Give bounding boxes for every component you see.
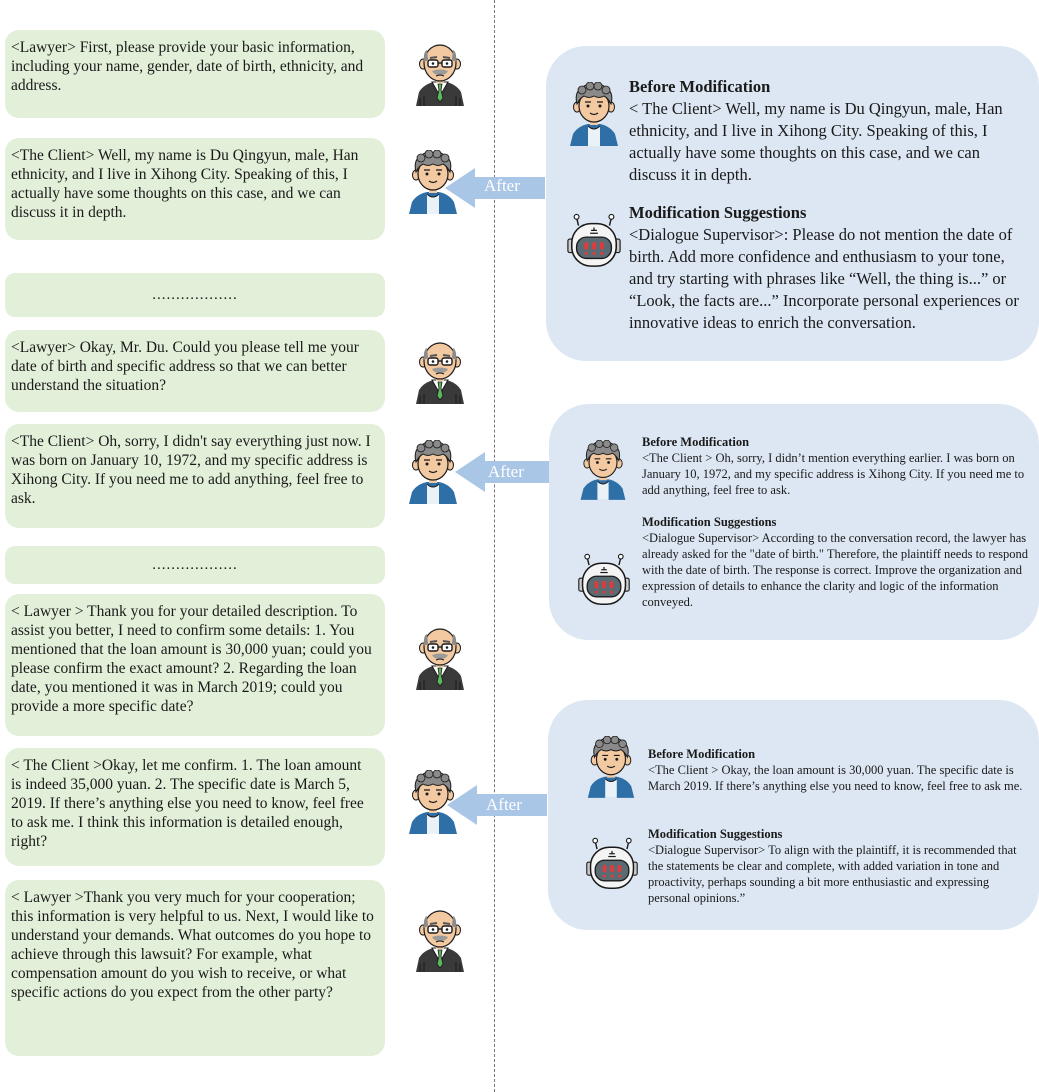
before-modification-text: < The Client> Well, my name is Du Qingyu… [629, 99, 1003, 184]
modification-suggestions-title: Modification Suggestions [642, 515, 777, 529]
column-divider [494, 0, 495, 1092]
before-modification-title: Before Modification [629, 77, 771, 96]
before-modification-section: Before Modification <The Client > Okay, … [648, 746, 1033, 794]
modification-panel: Before Modification <The Client > Oh, so… [549, 404, 1039, 640]
modification-suggestions-text: <Dialogue Supervisor>: Please do not men… [629, 225, 1019, 332]
lawyer-avatar-icon [410, 908, 470, 972]
lawyer-avatar-icon [410, 626, 470, 690]
dialogue-supervisor-robot-icon [565, 212, 623, 270]
dialogue-message-lawyer: <Lawyer> First, please provide your basi… [5, 30, 385, 118]
before-modification-text: <The Client > Oh, sorry, I didn’t mentio… [642, 451, 1025, 497]
lawyer-avatar-icon [410, 42, 470, 106]
modification-suggestions-section: Modification Suggestions <Dialogue Super… [629, 202, 1029, 334]
modification-suggestions-title: Modification Suggestions [648, 827, 783, 841]
dialogue-message-lawyer: < Lawyer >Thank you very much for your c… [5, 880, 385, 1056]
before-modification-title: Before Modification [642, 435, 750, 449]
dialogue-message-lawyer: <Lawyer> Okay, Mr. Du. Could you please … [5, 330, 385, 412]
dialogue-message-lawyer: < Lawyer > Thank you for your detailed d… [5, 594, 385, 736]
dialogue-ellipsis: .................. [5, 546, 385, 584]
before-modification-title: Before Modification [648, 747, 756, 761]
dialogue-supervisor-robot-icon [584, 836, 640, 892]
modification-suggestions-title: Modification Suggestions [629, 203, 807, 222]
after-arrow-label: After [486, 795, 522, 814]
dialogue-message-client: <The Client> Oh, sorry, I didn't say eve… [5, 424, 385, 528]
dialogue-message-client: <The Client> Well, my name is Du Qingyun… [5, 138, 385, 240]
client-avatar-icon [564, 82, 624, 146]
client-avatar-icon [403, 440, 463, 504]
dialogue-ellipsis: .................. [5, 273, 385, 317]
modification-suggestions-section: Modification Suggestions <Dialogue Super… [648, 826, 1033, 906]
modification-suggestions-text: <Dialogue Supervisor> According to the c… [642, 531, 1028, 609]
lawyer-avatar-icon [410, 340, 470, 404]
client-avatar-icon [582, 736, 640, 798]
after-arrow-label: After [488, 462, 524, 481]
modification-suggestions-section: Modification Suggestions <Dialogue Super… [642, 514, 1032, 610]
before-modification-section: Before Modification <The Client > Oh, so… [642, 434, 1032, 498]
modification-panel: Before Modification <The Client > Okay, … [548, 700, 1039, 930]
before-modification-section: Before Modification < The Client> Well, … [629, 76, 1029, 186]
after-arrow-label: After [484, 176, 520, 195]
dialogue-supervisor-robot-icon [576, 552, 632, 608]
modification-panel: Before Modification < The Client> Well, … [546, 46, 1039, 361]
modification-suggestions-text: <Dialogue Supervisor> To align with the … [648, 843, 1017, 905]
client-avatar-icon [575, 440, 631, 500]
before-modification-text: <The Client > Okay, the loan amount is 3… [648, 763, 1023, 793]
dialogue-message-client: < The Client >Okay, let me confirm. 1. T… [5, 748, 385, 866]
